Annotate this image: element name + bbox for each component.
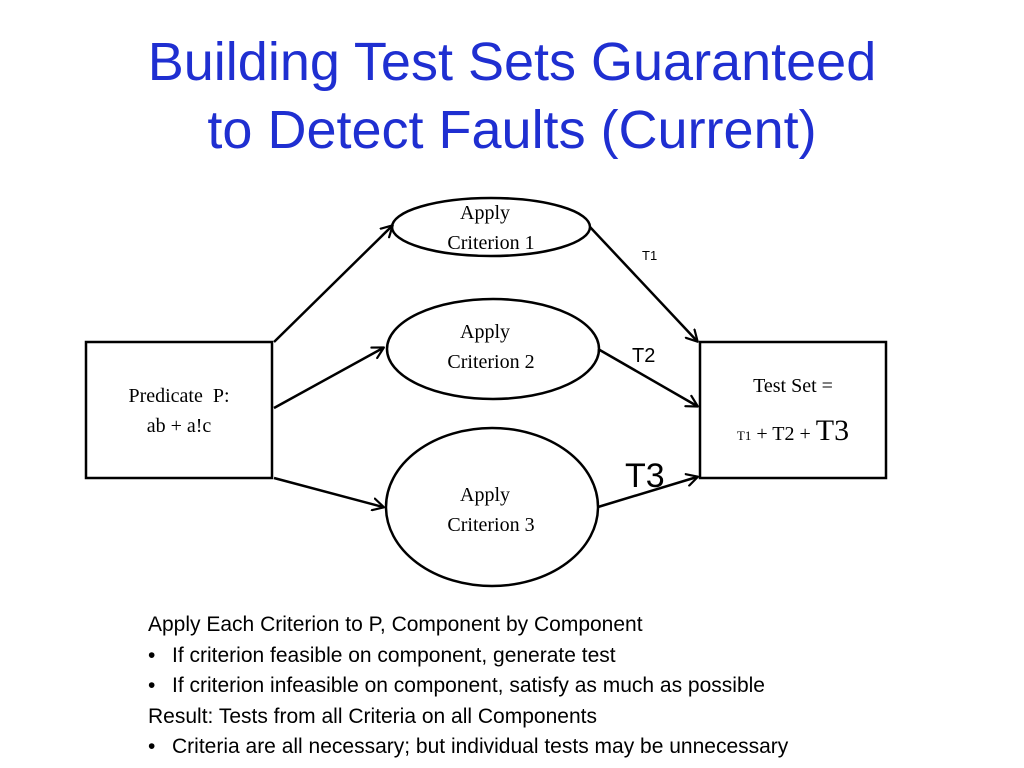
edge-label-t3: T3 (625, 457, 665, 495)
notes-bullet-3-text: Criteria are all necessary; but individu… (172, 735, 789, 758)
predicate-label-line-2: ab + a!c (147, 415, 212, 437)
criterion-3-label-line-2: Criterion 3 (447, 514, 534, 536)
bullet-icon: • (148, 674, 156, 697)
criterion-3-label-line-1: Apply (460, 484, 510, 506)
arrow-criterion-2-to-test-set (597, 347, 697, 406)
notes-bullet-1: • If criterion feasible on component, gen… (148, 641, 968, 672)
slide-title-line-1: Building Test Sets Guaranteed (147, 32, 877, 92)
test-set-box (698, 340, 888, 480)
test-set-plus-1: + (751, 423, 772, 445)
notes-bullet-1-text: If criterion feasible on component, gene… (172, 643, 616, 667)
test-set-t1: T1 (737, 428, 751, 443)
slide-title-line-2: to Detect Faults (Current) (207, 100, 817, 160)
arrow-criterion-3-to-test-set (597, 477, 697, 509)
criterion-2-label-line-2: Criterion 2 (447, 351, 534, 373)
arrow-predicate-to-criterion-2 (273, 348, 383, 410)
test-set-formula: T1 + T2 + T3 (737, 414, 849, 447)
notes-bullet-2-text: If criterion infeasible on component, sa… (172, 674, 765, 697)
notes-heading-2: Result: Tests from all Criteria on all C… (148, 704, 597, 728)
predicate-box (84, 340, 274, 480)
criterion-2-label-line-1: Apply (460, 321, 510, 343)
edge-label-t1: T1 (642, 248, 657, 263)
predicate-label-line-1: Predicate P: (128, 385, 229, 407)
slide-title: Building Test Sets Guaranteed to Detect … (0, 28, 1024, 164)
arrow-predicate-to-criterion-1 (273, 226, 392, 343)
test-set-t3: T3 (816, 414, 849, 447)
criterion-1-label-line-1: Apply (460, 202, 510, 224)
bullet-icon: • (148, 735, 156, 758)
notes-heading-1: Apply Each Criterion to P, Component by … (148, 613, 643, 636)
test-set-t2: T2 (772, 423, 794, 445)
arrow-criterion-1-to-test-set (589, 226, 697, 341)
bullet-icon: • (148, 643, 156, 667)
notes-bullet-2: • If criterion infeasible on component, s… (148, 671, 968, 702)
notes-bullet-3: • Criteria are all necessary; but individ… (148, 732, 968, 763)
test-set-label: Test Set = (753, 375, 833, 397)
test-set-plus-2: + (794, 423, 815, 445)
criterion-3-ellipse (384, 426, 600, 588)
edge-label-t2: T2 (632, 345, 655, 367)
criterion-1-label-line-2: Criterion 1 (447, 232, 534, 254)
arrow-predicate-to-criterion-3 (273, 476, 383, 507)
notes-block: Apply Each Criterion to P, Component by … (148, 610, 968, 763)
criterion-2-ellipse (385, 297, 601, 401)
